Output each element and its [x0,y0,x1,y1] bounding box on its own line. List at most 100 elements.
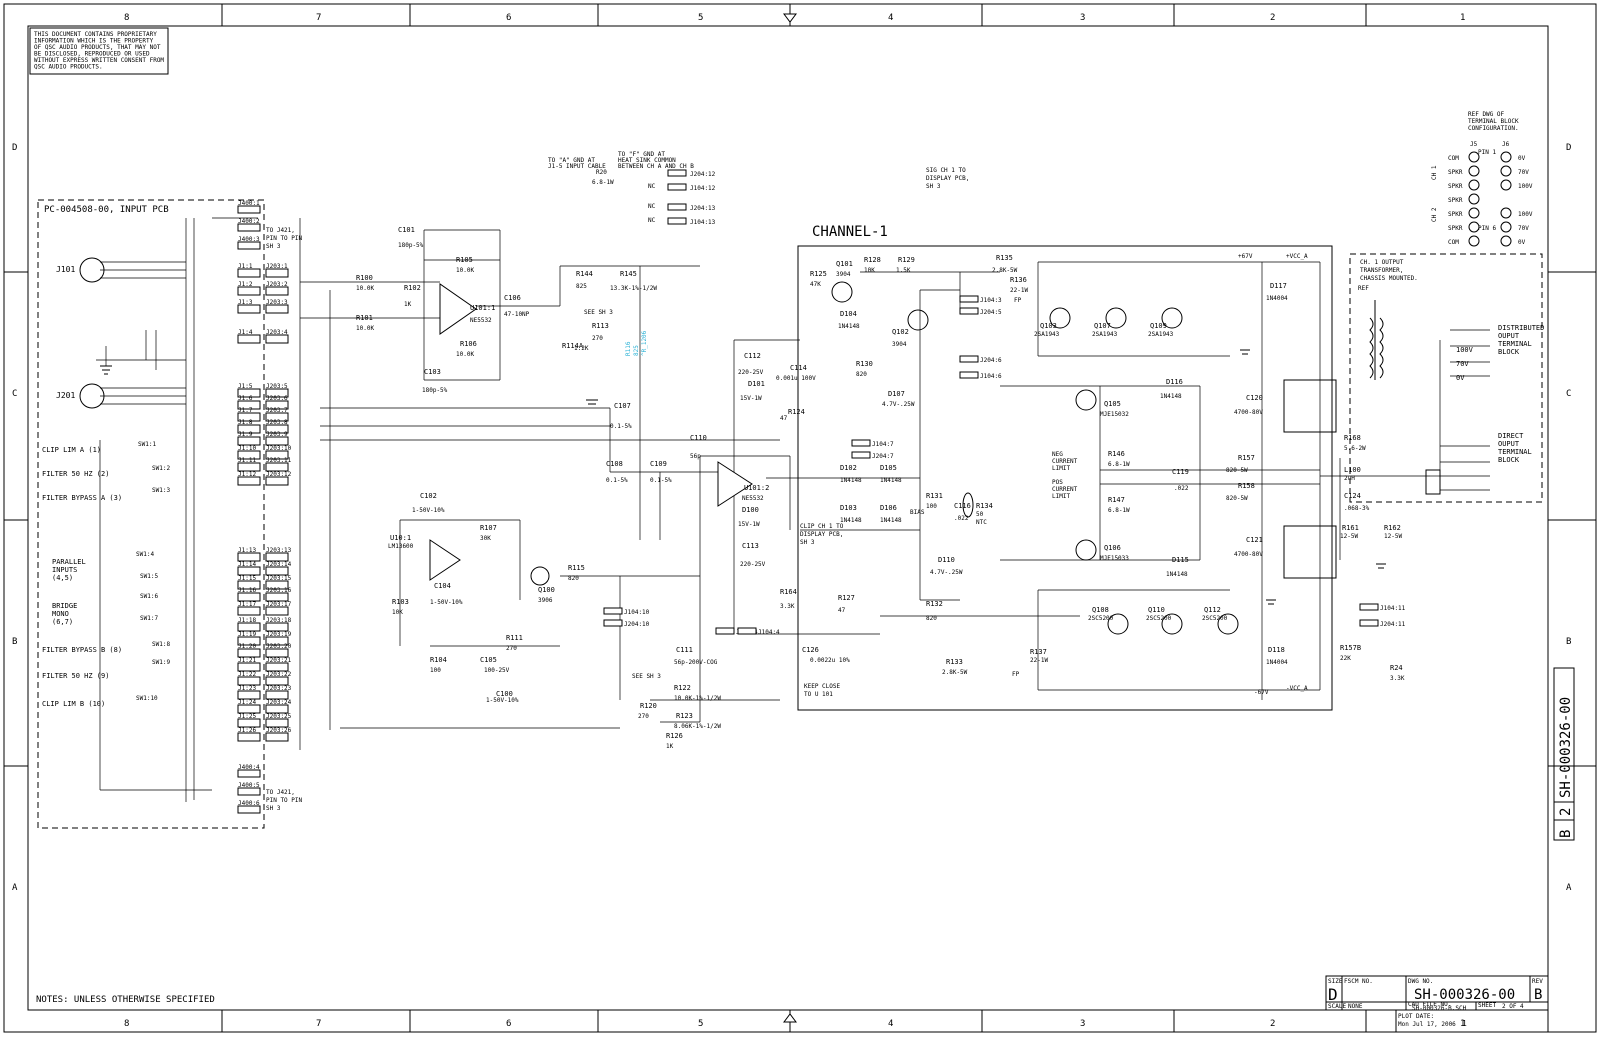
component-value: 3906 [538,597,553,604]
component-value: 2.8K-5W [992,267,1018,274]
jumper-pin: J204:12 [690,171,716,178]
j203-pin-box [265,476,289,486]
jumper-pin: J204:13 [690,205,716,212]
mid-connector-box [1359,603,1379,611]
pos-limit-note: LIMIT [1052,493,1070,500]
component-value: 1N4148 [880,517,902,524]
component-ref: R128 [864,256,881,264]
clip-ch1-note: DISPLAY PCB, [800,531,843,538]
j1-pin-label: J1:4 [238,329,253,336]
switch-label: FILTER 50 HZ (2) [42,470,109,478]
terminal-left-label: SPKR [1448,197,1463,204]
component-ref: R133 [946,658,963,666]
mid-connector-label: J104:4 [758,629,780,636]
mid-connector-box [737,627,757,635]
j1-pin-box [237,400,261,410]
component-value: 1N4148 [880,477,902,484]
j203-pin-box [265,388,289,398]
jumper-pin: J104:13 [690,219,716,226]
component-value: 3.3K [780,603,795,610]
j400-pin-box [237,223,261,232]
j203-pin-box [265,268,289,278]
component-value: 2SC5200 [1202,615,1228,622]
j1-pin-box [237,648,261,658]
component-ref: R115 [568,564,585,572]
zone-col-top-4: 4 [888,13,893,23]
terminal-left-label: SPKR [1448,183,1463,190]
jumper-ref: NC [648,217,656,224]
j203-pin-box [265,732,289,742]
to-gnd-note: J1-5 INPUT CABLE [548,163,606,170]
terminal-left-label: SPKR [1448,225,1463,232]
size-value: D [1328,985,1338,1004]
j1-pin-box [237,592,261,602]
terminal-ref-title: REF DWG OF [1468,111,1505,118]
zone-col-top-6: 6 [506,13,511,23]
component-value: 1N4148 [838,323,860,330]
component-ref: R127 [838,594,855,602]
mid-connector-label: J104:10 [624,609,650,616]
switch-ref: SW1:5 [140,573,158,580]
zone-row-left-A: A [12,883,18,893]
zone-row-right-A: A [1566,883,1572,893]
component-ref: U101:2 [744,484,769,492]
rail-neg: -67V [1254,689,1269,696]
component-value: 4700-80V [1234,409,1263,416]
zone-col-top-2: 2 [1270,13,1275,23]
component-ref: R102 [404,284,421,292]
component-value: 100 [926,503,937,510]
component-ref: R106 [460,340,477,348]
rail-vcc: +VCC_A [1286,253,1308,260]
j1-pin-box [237,476,261,486]
j1-pin-label: J1:8 [238,419,253,426]
terminal-right-label: 0V [1518,239,1526,246]
j1-pin-box [237,718,261,728]
j1-pin-box [237,450,261,460]
j203-pin-box [265,704,289,714]
component-value: 5.6-2W [1344,445,1366,452]
component-ref: D116 [1166,378,1183,386]
zone-col-top-3: 3 [1080,13,1085,23]
j203-pin-box [265,622,289,632]
switch-ref: SW1:7 [140,615,158,622]
component-value: 6.8-1W [1108,507,1130,514]
component-ref: C113 [742,542,759,550]
j400-note-bottom: PIN TO PIN [266,797,303,804]
component-value: .068-3% [1344,505,1370,512]
j1-pin-label: J1:16 [238,587,256,594]
dwg-label: DWG NO. [1408,978,1433,985]
j1-pin-box [237,662,261,672]
component-ref: R24 [1390,664,1403,672]
zone-row-left-B: B [12,637,17,647]
component-value: .022 [1174,485,1189,492]
fp-note: FP [1012,671,1020,678]
terminal-j5-circle [1468,235,1480,247]
rail-vee: -VCC_A [1286,685,1308,692]
component-ref: D102 [840,464,857,472]
cyan-note: R116 [625,341,632,356]
terminal-j6-circle [1500,221,1512,233]
component-value: 1.2K [574,345,589,352]
zone-col-bottom-7: 7 [316,1019,321,1029]
j203-pin-label: J203:20 [266,643,292,650]
size-label: SIZE [1328,978,1343,985]
switch-label: BRIDGE [52,602,77,610]
component-value: 2SC5200 [1088,615,1114,622]
terminal-right-label: 70V [1518,169,1529,176]
j1-pin-label: J1:12 [238,471,256,478]
component-ref: C100 [496,690,513,698]
distributed-note: DISTRIBUTED [1498,324,1544,332]
component-ref: C120 [1246,394,1263,402]
j203-pin-label: J203:22 [266,671,292,678]
component-ref: Q107 [1094,322,1111,330]
switch-label: CLIP LIM A (1) [42,446,101,454]
component-ref: C109 [650,460,667,468]
outer-frame [3,3,1597,1033]
terminal-left-label: SPKR [1448,169,1463,176]
component-ref: C112 [744,352,761,360]
j1-pin-label: J1:20 [238,643,256,650]
component-ref: R161 [1342,524,1359,532]
zone-row-left-C: C [12,389,17,399]
scale-label: SCALE [1328,1003,1346,1010]
component-value: 56p [690,453,701,460]
